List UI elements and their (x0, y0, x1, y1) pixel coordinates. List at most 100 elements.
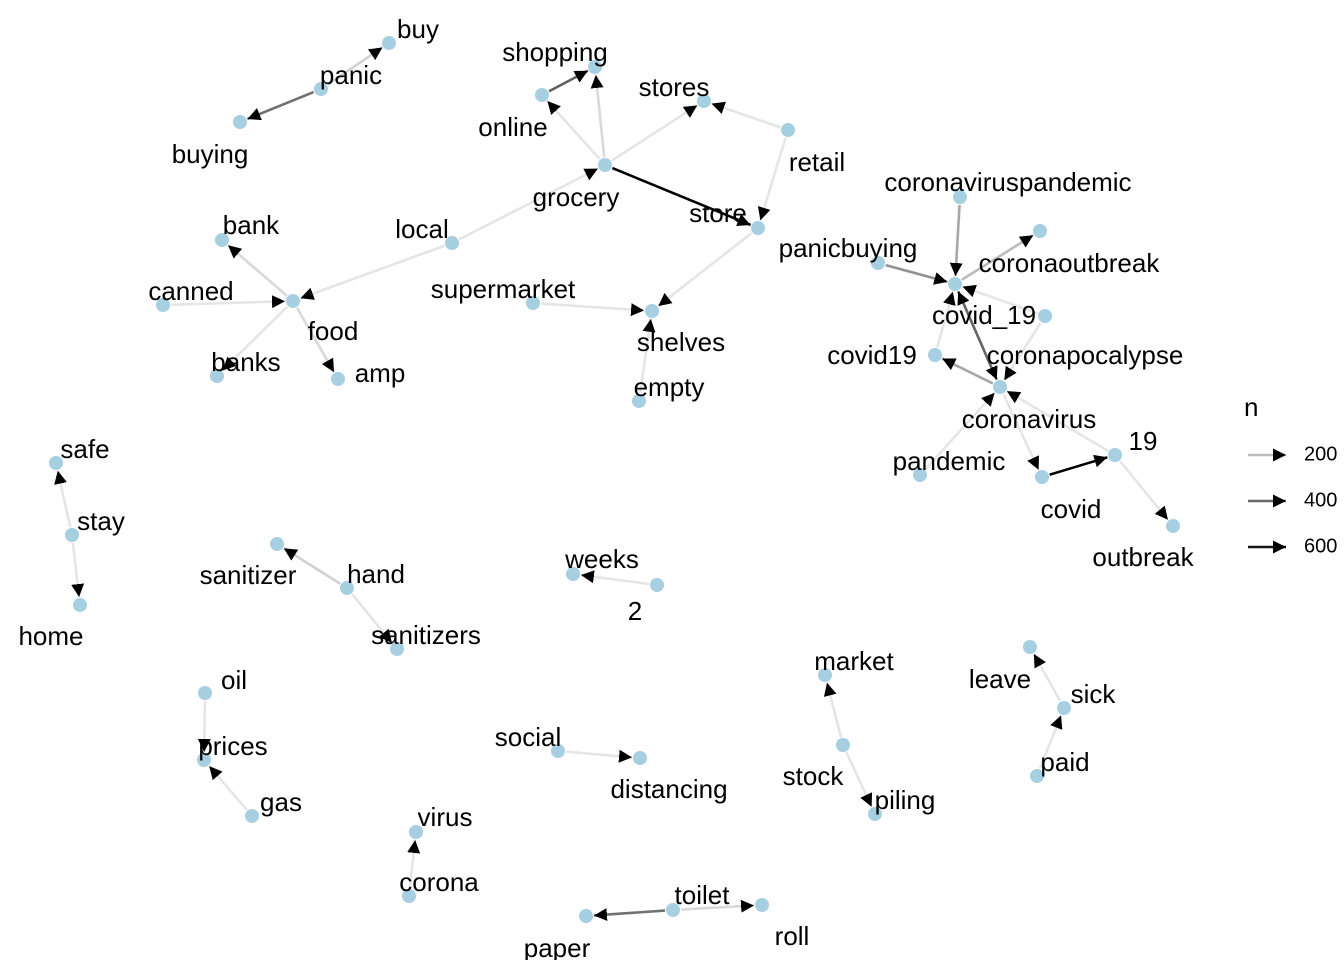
node-bank (215, 233, 229, 247)
edge-local-food (300, 244, 445, 300)
node-label-supermarket: supermarket (431, 274, 576, 304)
node-label-home: home (18, 621, 83, 651)
edge-coronavirus-covid19 (941, 357, 994, 385)
node-label-distancing: distancing (610, 774, 727, 804)
node-leave (1023, 640, 1037, 654)
edge-oil-prices (197, 700, 211, 753)
node-label-coronapocalypse: coronapocalypse (987, 340, 1184, 370)
edge-grocery-stores (611, 104, 698, 162)
node-label-social: social (495, 722, 561, 752)
node-label-coronaoutbreak: coronaoutbreak (979, 248, 1161, 278)
edge-grocery-store (611, 166, 752, 227)
edge-gas-prices (208, 765, 248, 811)
edge-hand-sanitizers (351, 593, 393, 644)
node-weeks (566, 567, 580, 581)
edge-2-weeks (580, 570, 650, 586)
node-canned (156, 298, 170, 312)
node-label-covid_19: covid_19 (932, 300, 1036, 330)
node-stay (65, 528, 79, 542)
node-food (286, 294, 300, 308)
edge-toilet-roll (680, 899, 755, 913)
node-hand (340, 581, 354, 595)
node-corona (402, 889, 416, 903)
node-label-stock: stock (783, 761, 845, 791)
node-stock (836, 738, 850, 752)
node-pandemic (913, 468, 927, 482)
node-label-leave: leave (969, 664, 1031, 694)
node-distancing (633, 751, 647, 765)
node-panic (314, 82, 328, 96)
node-label-coronaviruspandemic: coronaviruspandemic (884, 167, 1131, 197)
node-label-buying: buying (172, 139, 249, 169)
node-label-buy: buy (397, 14, 439, 44)
node-grocery (598, 158, 612, 172)
node-coronavirus (993, 380, 1007, 394)
edge-supermarket-shelves (540, 302, 645, 317)
node-label-local: local (395, 214, 448, 244)
node-label-oil: oil (221, 665, 247, 695)
node-buy (382, 36, 396, 50)
node-label-food: food (308, 316, 359, 346)
node-label-covid19: covid19 (827, 340, 917, 370)
node-online (535, 88, 549, 102)
node-empty (632, 394, 646, 408)
node-label-piling: piling (875, 785, 936, 815)
edge-covid19-covid_19 (935, 291, 956, 348)
node-social (551, 744, 565, 758)
node-label-grocery: grocery (533, 182, 620, 212)
node-label-outbreak: outbreak (1092, 542, 1194, 572)
edge-stock-market (823, 682, 843, 738)
edge-coronapocalypse-covid_19 (962, 284, 1038, 315)
node-covid19 (928, 348, 942, 362)
legend-label-400: 400 (1304, 489, 1337, 511)
edge-local-grocery (458, 167, 599, 241)
legend: n 200 400 600 (1244, 392, 1337, 557)
node-label-shelves: shelves (637, 327, 725, 357)
edge-food-amp (295, 307, 336, 373)
node-label-hand: hand (347, 559, 405, 589)
legend-label-200: 200 (1304, 443, 1337, 465)
node-piling (868, 807, 882, 821)
edge-panic-buy (326, 46, 384, 86)
node-market (818, 668, 832, 682)
edge-grocery-shopping (590, 74, 606, 158)
node-shelves (645, 304, 659, 318)
node-supermarket (526, 296, 540, 310)
edge-19-outbreak (1119, 460, 1169, 521)
node-retail (781, 123, 795, 137)
node-virus (409, 825, 423, 839)
node-label-panic: panic (320, 60, 382, 90)
node-label-canned: canned (148, 276, 233, 306)
edge-stay-safe (54, 470, 72, 528)
node-19 (1108, 448, 1122, 462)
node-label-market: market (814, 646, 894, 676)
node-label-toilet: toilet (675, 880, 731, 910)
edge-food-banks (221, 305, 289, 372)
node-label-stores: stores (639, 72, 710, 102)
edge-panicbuying-covid_19 (885, 263, 948, 285)
node-buying (233, 115, 247, 129)
node-label-gas: gas (260, 787, 302, 817)
node-label-banks: banks (211, 347, 280, 377)
node-outbreak (1166, 519, 1180, 533)
nodes-layer (49, 36, 1180, 923)
node-label-empty: empty (634, 372, 705, 402)
node-label-amp: amp (355, 358, 406, 388)
edge-panic-buying (246, 90, 315, 121)
node-coronaoutbreak (1033, 224, 1047, 238)
node-stores (697, 94, 711, 108)
node-label-sanitizers: sanitizers (371, 620, 481, 650)
edge-paid-sick (1038, 714, 1063, 770)
node-covid_19 (948, 277, 962, 291)
node-label-bank: bank (223, 210, 280, 240)
edge-empty-shelves (638, 318, 656, 394)
edge-retail-store (757, 137, 787, 221)
legend-label-600: 600 (1304, 535, 1337, 557)
edge-pandemic-coronavirus (924, 392, 996, 470)
legend-title: n (1244, 392, 1258, 422)
edge-canned-food (170, 295, 286, 309)
edge-covid-19 (1049, 454, 1108, 476)
node-label-stay: stay (77, 506, 125, 536)
node-coronaviruspandemic (953, 190, 967, 204)
